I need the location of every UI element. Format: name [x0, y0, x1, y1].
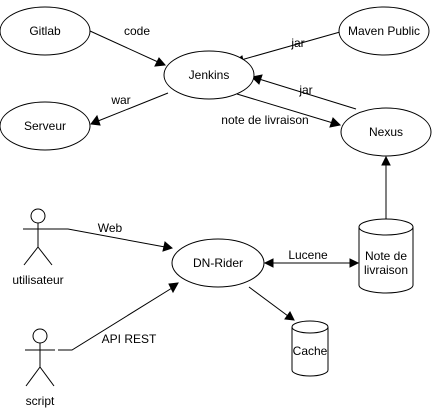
arrowhead [154, 57, 167, 67]
edge-labels: code jar war jar note de livraison Web L… [98, 24, 328, 346]
edge-label-jar-maven: jar [290, 36, 304, 50]
node-label-jenkins: Jenkins [189, 68, 230, 82]
edge-maven-to-jenkins [232, 31, 341, 66]
edge-dnrider-to-cache [248, 286, 295, 321]
edge-user-to-dnrider [53, 228, 173, 252]
node-maven-public: Maven Public [338, 6, 430, 56]
edge-nexus-to-jenkins [250, 74, 357, 110]
node-jenkins: Jenkins [163, 50, 255, 100]
node-gitlab: Gitlab [0, 6, 91, 56]
node-label-dn-rider: DN-Rider [193, 256, 243, 270]
edge-script-to-dnrider [58, 282, 179, 351]
arrowhead [162, 241, 173, 252]
database-release-notes: Note de livraison [358, 218, 414, 294]
arrowhead [329, 117, 342, 128]
node-dn-rider: DN-Rider [171, 238, 265, 288]
arrowhead [349, 258, 360, 268]
node-label-nexus: Nexus [369, 125, 403, 139]
database-label-cache: Cache [293, 344, 328, 358]
node-label-gitlab: Gitlab [29, 24, 61, 38]
arrowhead [250, 74, 263, 85]
node-nexus: Nexus [340, 107, 432, 157]
edge-label-war: war [110, 93, 130, 107]
edge-label-api-rest: API REST [102, 332, 157, 346]
node-serveur: Serveur [0, 101, 91, 151]
edge-label-web: Web [98, 221, 123, 235]
actor-user: utilisateur [12, 208, 64, 287]
actor-label-user: utilisateur [12, 273, 63, 287]
arrowhead [263, 258, 274, 268]
arrowhead [168, 282, 179, 294]
edge-notes-to-nexus [381, 155, 391, 219]
edge-label-code: code [124, 24, 150, 38]
arrowhead [381, 155, 391, 166]
node-label-maven-public: Maven Public [348, 24, 420, 38]
node-label-serveur: Serveur [24, 119, 66, 133]
actor-script: script [25, 328, 55, 408]
arrowhead [90, 114, 101, 126]
edge-gitlab-to-jenkins [89, 30, 167, 67]
edge-jenkins-to-nexus [236, 93, 342, 128]
edge-label-lucene: Lucene [288, 248, 328, 262]
database-cache: Cache [291, 320, 329, 377]
database-label-line-2: livraison [364, 263, 408, 277]
database-label-line-1: Note de [365, 249, 407, 263]
edge-label-release-note: note de livraison [221, 113, 308, 127]
edge-jenkins-to-serveur [90, 92, 169, 126]
actor-label-script: script [26, 394, 55, 408]
arrowhead [284, 311, 295, 321]
edge-dnrider-to-notes [263, 258, 360, 268]
edge-label-jar-nexus: jar [298, 83, 312, 97]
